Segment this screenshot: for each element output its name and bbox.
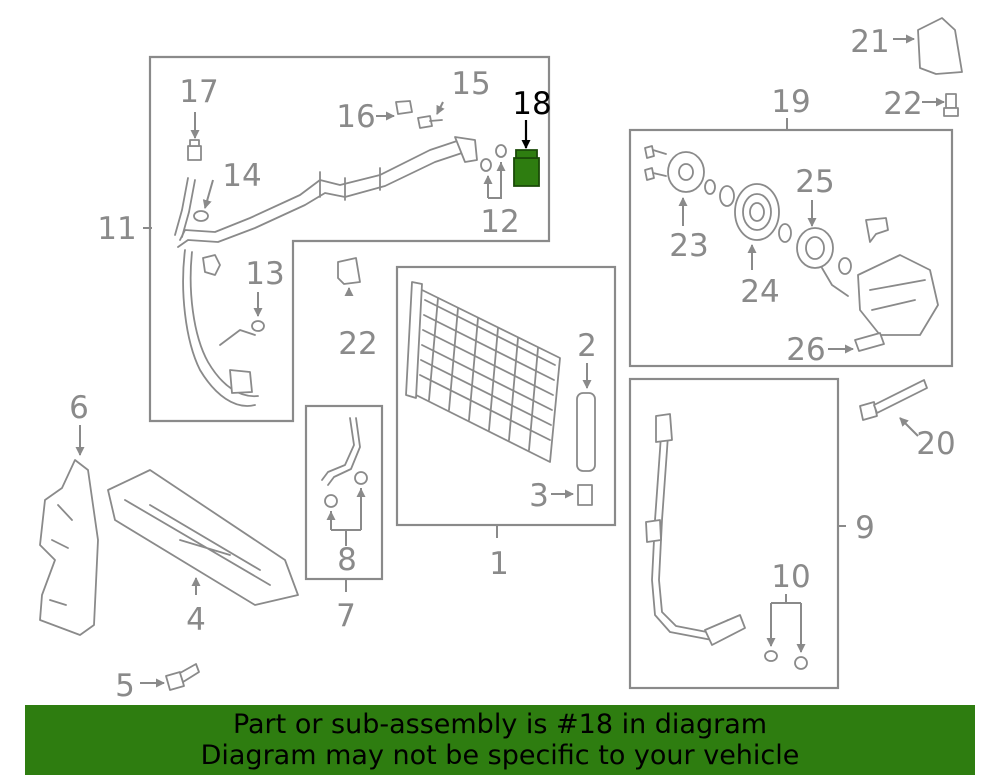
callout-16: 16 xyxy=(336,99,375,135)
condenser xyxy=(405,281,561,463)
part-25-field-coil xyxy=(796,227,849,297)
part-6-air-guard xyxy=(39,459,99,636)
callout-21: 21 xyxy=(850,24,889,60)
small-bracket xyxy=(865,217,889,243)
part-8-o-ring-a xyxy=(324,494,338,508)
callout-8: 8 xyxy=(337,542,357,578)
callout-23: 23 xyxy=(669,228,708,264)
snap-ring xyxy=(719,185,735,207)
part-10-o-ring-b xyxy=(794,656,808,670)
info-banner: Part or sub-assembly is #18 in diagram D… xyxy=(25,705,975,775)
callout-19: 19 xyxy=(771,84,810,120)
group-box-1 xyxy=(395,265,617,527)
callout-9: 9 xyxy=(855,510,875,546)
group-box-11 xyxy=(148,55,551,423)
callout-3: 3 xyxy=(529,478,549,514)
callout-12: 12 xyxy=(480,204,519,240)
callout-26: 26 xyxy=(786,332,825,368)
callout-20: 20 xyxy=(916,426,955,462)
washer xyxy=(704,179,716,195)
discharge-hose-9 xyxy=(645,413,746,646)
snap-ring-2 xyxy=(778,223,792,243)
part-12-o-ring-a xyxy=(480,158,492,172)
callout-5: 5 xyxy=(115,668,135,704)
liquid-line-7 xyxy=(321,417,361,486)
part-24-pulley xyxy=(734,183,780,241)
part-22-bracket-left xyxy=(337,257,361,285)
compressor-body xyxy=(857,254,939,336)
part-23-clutch-hub xyxy=(667,151,705,193)
part-26-sensor xyxy=(854,332,885,352)
banner-line-1: Part or sub-assembly is #18 in diagram xyxy=(232,709,768,740)
bearing xyxy=(838,257,852,275)
part-17-valve-core xyxy=(187,139,202,161)
callout-4: 4 xyxy=(186,602,206,638)
callout-22-left: 22 xyxy=(338,326,377,362)
callout-11: 11 xyxy=(97,211,136,247)
leader-lines xyxy=(75,34,945,688)
callout-1: 1 xyxy=(489,546,509,582)
group-box-19 xyxy=(628,128,954,368)
group-box-9 xyxy=(628,377,840,690)
callout-22-right: 22 xyxy=(883,86,922,122)
part-4-under-cover xyxy=(107,469,299,606)
group-box-7 xyxy=(304,404,384,581)
callout-7: 7 xyxy=(336,598,356,634)
callout-17: 17 xyxy=(179,74,218,110)
part-18-desiccant-highlight[interactable] xyxy=(513,149,540,187)
part-20-long-bolt xyxy=(859,379,928,421)
part-22-bolt-right xyxy=(943,93,959,117)
callout-2: 2 xyxy=(577,328,597,364)
callout-10: 10 xyxy=(771,559,810,595)
callout-15: 15 xyxy=(451,66,490,102)
callout-6: 6 xyxy=(69,390,89,426)
callout-13: 13 xyxy=(245,256,284,292)
banner-line-2: Diagram may not be specific to your vehi… xyxy=(200,740,800,771)
callout-25: 25 xyxy=(795,164,834,200)
part-15-bolt xyxy=(417,115,443,129)
part-5-bolt xyxy=(165,663,200,691)
part-3-plug xyxy=(577,484,593,506)
part-13-o-ring xyxy=(251,320,265,332)
part-16-cap xyxy=(395,100,413,115)
callout-labels: 17 14 11 13 16 15 18 12 22 2 3 1 8 7 6 4… xyxy=(69,24,956,704)
part-12-o-ring-b xyxy=(495,144,507,158)
part-10-o-ring-a xyxy=(764,650,778,662)
part-2-receiver-drier xyxy=(576,392,596,472)
part-14-o-ring xyxy=(193,210,209,222)
bolts-19 xyxy=(644,145,667,181)
callout-24: 24 xyxy=(740,274,779,310)
part-8-o-ring-b xyxy=(354,471,368,485)
part-21-bracket xyxy=(917,17,963,75)
callout-18[interactable]: 18 xyxy=(512,86,551,122)
suction-hose-assembly xyxy=(174,136,478,407)
callout-14: 14 xyxy=(222,158,261,194)
